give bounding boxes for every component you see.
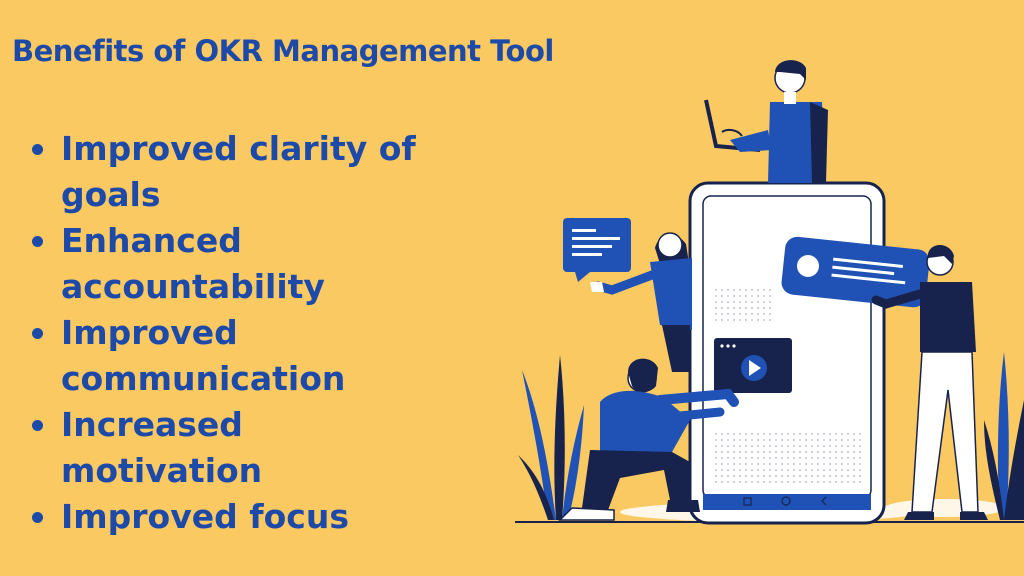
screen-dots — [715, 285, 865, 485]
benefit-text-line: accountability — [61, 267, 325, 306]
benefit-text-line: goals — [61, 175, 161, 214]
chat-bubble-icon — [563, 218, 631, 282]
slide-title: Benefits of OKR Management Tool — [12, 34, 554, 68]
bullet-icon — [32, 236, 43, 247]
benefit-text-line: communication — [61, 359, 346, 398]
kneeling-man — [558, 358, 739, 521]
benefit-item: Improved clarity of goals — [30, 126, 450, 218]
benefit-text-line: motivation — [61, 451, 263, 490]
bullet-icon — [32, 512, 43, 523]
plant-icon — [984, 352, 1024, 520]
benefit-text-line: Enhanced — [61, 221, 242, 260]
man-with-profile-card — [871, 244, 988, 520]
bullet-icon — [32, 420, 43, 431]
profile-card-icon — [781, 236, 930, 308]
plant-icon — [518, 355, 584, 520]
benefit-item: Improved communication — [30, 310, 450, 402]
bullet-icon — [32, 144, 43, 155]
bullet-icon — [32, 328, 43, 339]
video-player-icon — [714, 338, 792, 393]
benefit-text-line: Improved — [61, 313, 238, 352]
okr-illustration — [515, 60, 1024, 525]
benefit-item: Increased motivation — [30, 402, 450, 494]
benefit-text-line: Improved focus — [61, 497, 349, 536]
benefit-text-line: Improved clarity of — [61, 129, 416, 168]
person-with-laptop — [704, 60, 828, 183]
benefit-item: Improved focus — [30, 494, 450, 540]
benefit-item: Enhanced accountability — [30, 218, 450, 310]
woman-with-chat — [590, 232, 692, 372]
benefit-text-line: Increased — [61, 405, 243, 444]
